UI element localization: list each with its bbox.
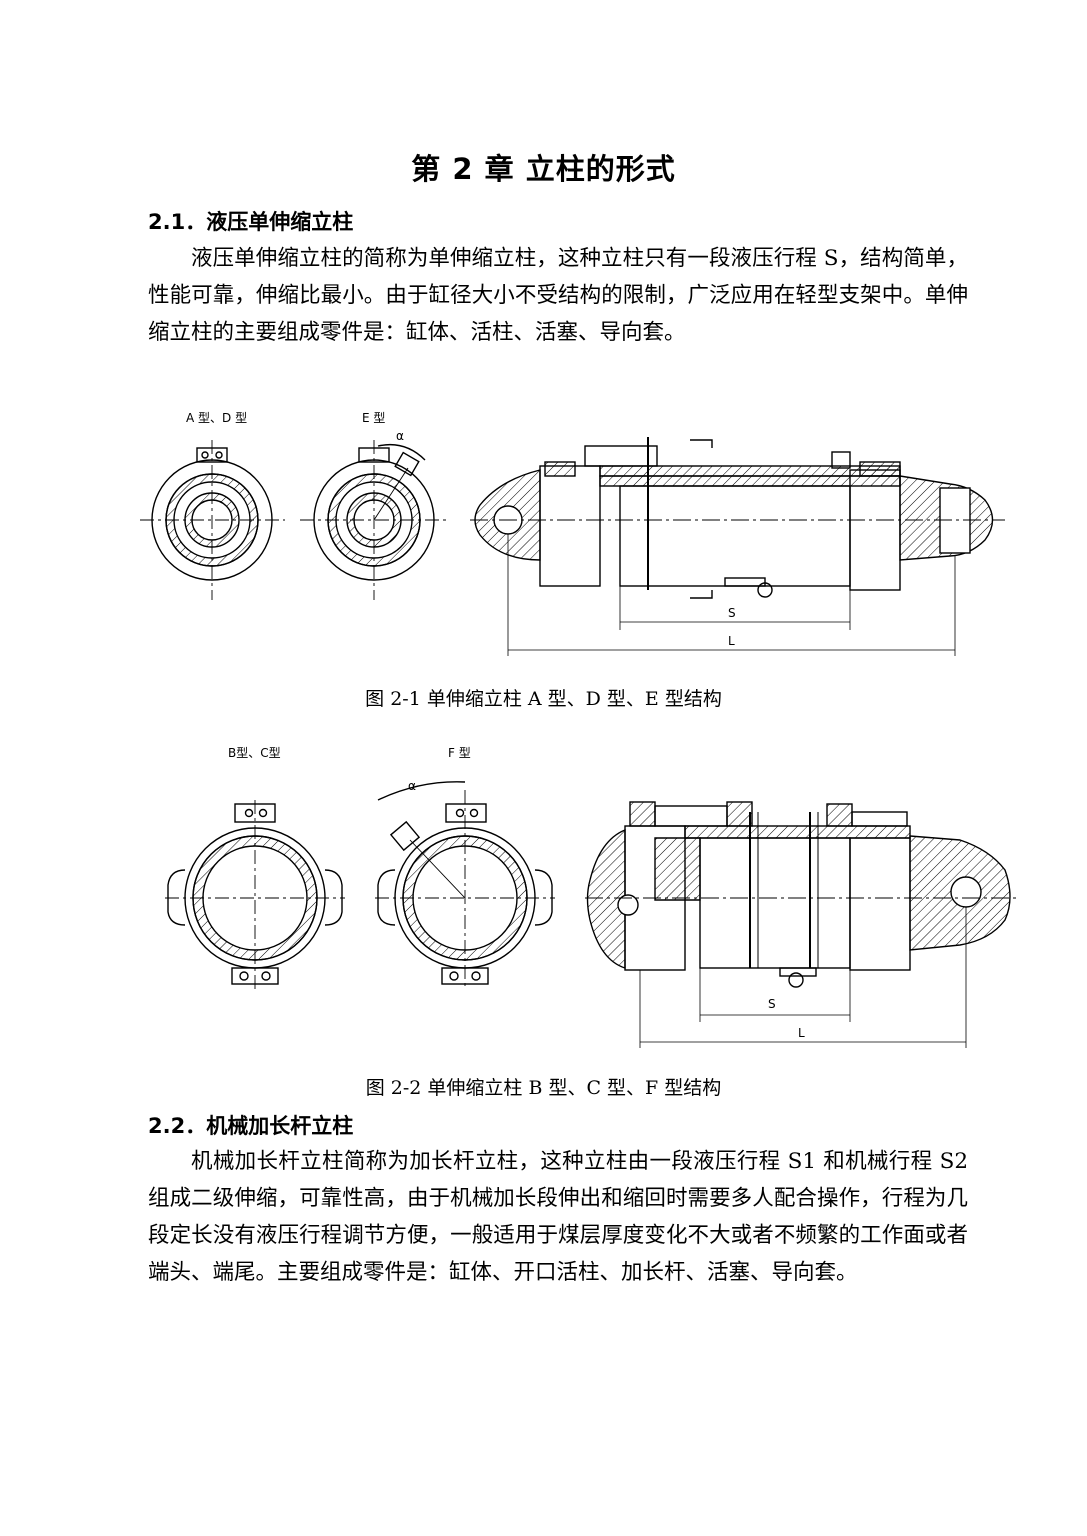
cylinder-longitudinal-2 [585,801,1020,1048]
chapter-title: 第 2 章 立柱的形式 [411,152,676,186]
figure-2-caption: 图 2-2 单伸缩立柱 B 型、C 型、F 型结构 [365,1077,722,1099]
label-view-e: E 型 [362,411,385,425]
cylinder-longitudinal-1 [470,437,1005,656]
label-stroke-1: S [728,606,736,620]
cross-section-f [375,781,555,990]
section-heading-2-2: 2.2．机械加长杆立柱 [148,1114,354,1138]
label-alpha-1: α [396,429,404,443]
label-length-1: L [728,634,735,648]
label-view-bc: B型、C型 [228,746,281,760]
label-alpha-2: α [408,779,416,793]
section-heading-2-1: 2.1．液压单伸缩立柱 [148,210,354,234]
section-2-2-paragraph: 机械加长杆立柱简称为加长杆立柱，这种立柱由一段液压行程 S1 和机械行程 S2 … [148,1149,968,1285]
section-2-1-paragraph: 液压单伸缩立柱的简称为单伸缩立柱，这种立柱只有一段液压行程 S，结构简单，性能可… [148,246,968,345]
label-stroke-2: S [768,997,776,1011]
figure-1-caption: 图 2-1 单伸缩立柱 A 型、D 型、E 型结构 [365,688,722,710]
cross-section-ad [140,440,285,600]
cross-section-e [300,440,447,600]
label-view-f: F 型 [448,746,471,760]
label-view-ad: A 型、D 型 [186,411,247,425]
label-length-2: L [798,1026,805,1040]
cross-section-bc [165,800,345,990]
